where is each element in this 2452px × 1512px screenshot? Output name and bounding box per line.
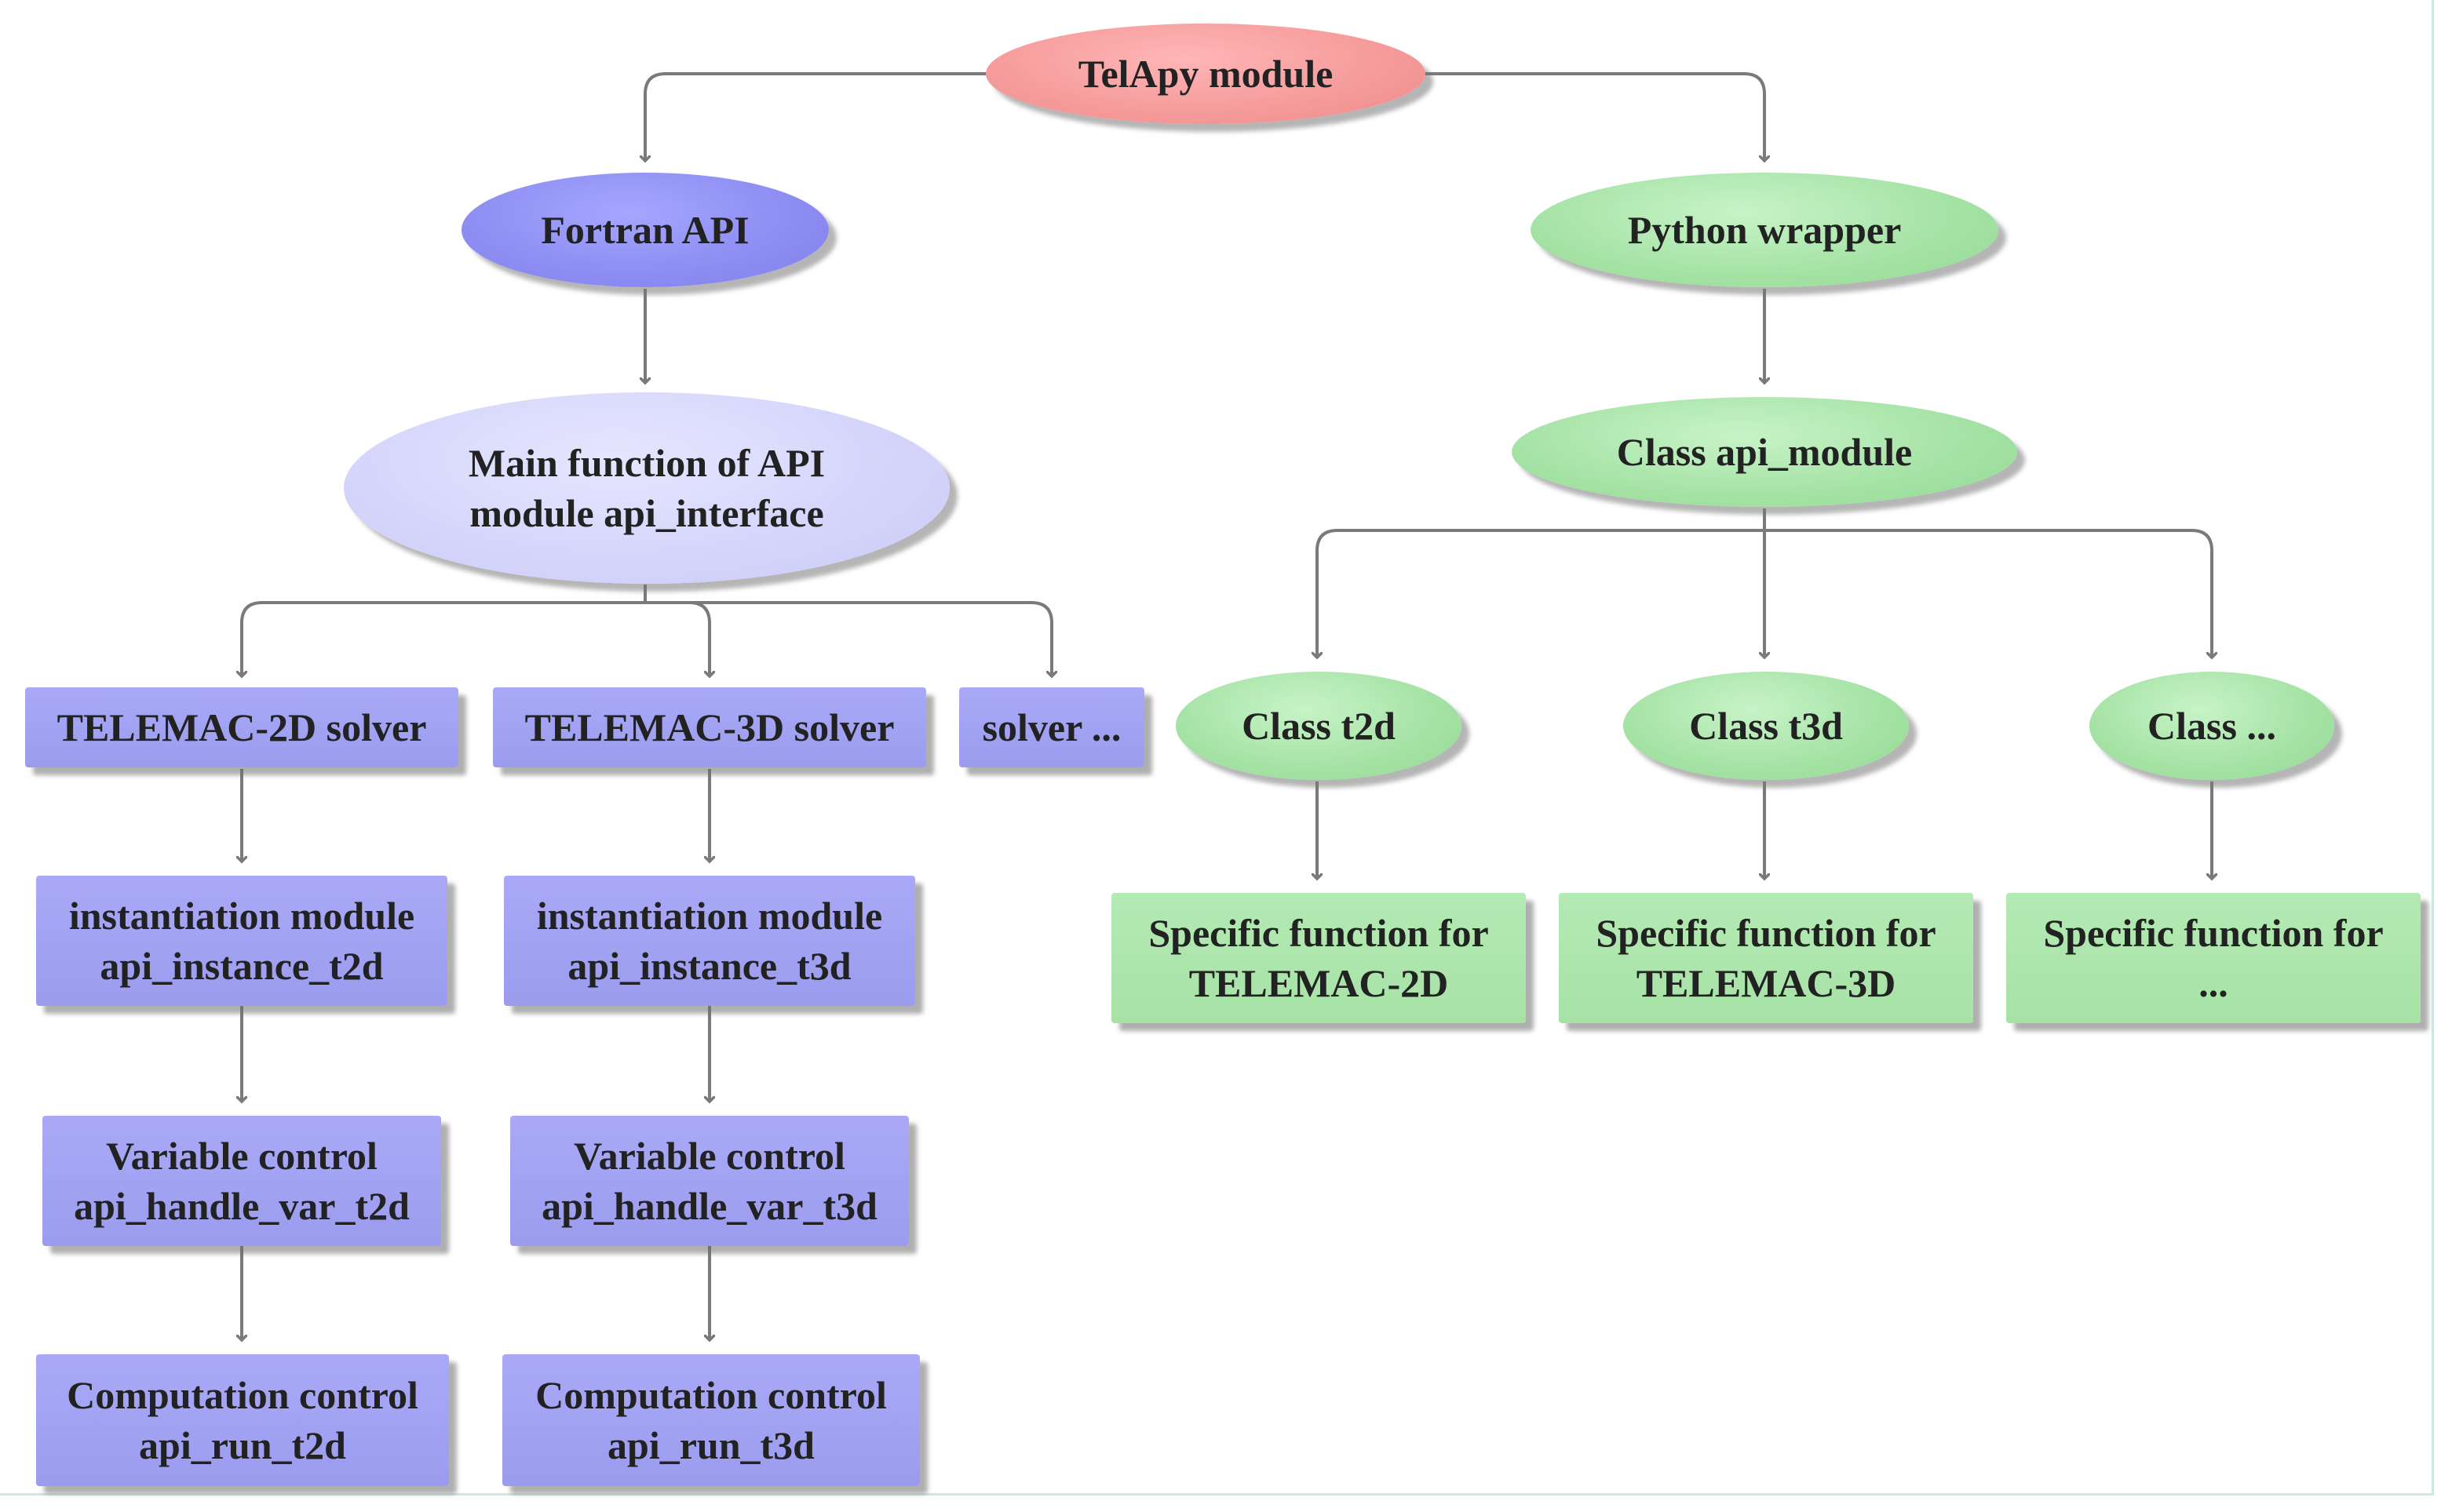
telemac-2d-solver-box: TELEMAC-2D solver bbox=[25, 687, 458, 767]
instantiation-module-t2d-box: instantiation module api_instance_t2d bbox=[36, 876, 447, 1006]
connector-main-to-solver-etc bbox=[645, 601, 1052, 676]
connector-main-to-t3d-solver bbox=[644, 585, 710, 676]
connector-root-to-fortran bbox=[645, 72, 991, 161]
specific-function-etc-box: Specific function for ... bbox=[2006, 893, 2421, 1023]
class-etc-node: Class ... bbox=[2089, 672, 2334, 780]
frame-bottom-border bbox=[0, 1493, 2434, 1496]
computation-control-t3d-box: Computation control api_run_t3d bbox=[502, 1354, 920, 1486]
main-api-function-node: Main function of API module api_interfac… bbox=[344, 392, 950, 584]
variable-control-t3d-box: Variable control api_handle_var_t3d bbox=[510, 1116, 909, 1246]
solver-etc-box: solver ... bbox=[959, 687, 1144, 767]
python-wrapper-node: Python wrapper bbox=[1531, 173, 1998, 287]
telapy-module-node: TelApy module bbox=[986, 24, 1425, 124]
class-t3d-node: Class t3d bbox=[1623, 672, 1909, 780]
connector-root-to-python bbox=[1419, 72, 1764, 161]
connector-class-api-to-t2d bbox=[1317, 508, 1766, 658]
frame-right-border bbox=[2432, 0, 2434, 1495]
variable-control-t2d-box: Variable control api_handle_var_t2d bbox=[42, 1116, 441, 1246]
connector-class-api-to-etc bbox=[1764, 529, 2212, 658]
telemac-3d-solver-box: TELEMAC-3D solver bbox=[493, 687, 926, 767]
specific-function-t3d-box: Specific function for TELEMAC-3D bbox=[1559, 893, 1973, 1023]
fortran-api-node: Fortran API bbox=[462, 173, 829, 287]
connector-main-to-t2d-solver bbox=[242, 585, 647, 676]
class-t2d-node: Class t2d bbox=[1176, 672, 1461, 780]
specific-function-t2d-box: Specific function for TELEMAC-2D bbox=[1111, 893, 1526, 1023]
instantiation-module-t3d-box: instantiation module api_instance_t3d bbox=[504, 876, 915, 1006]
computation-control-t2d-box: Computation control api_run_t2d bbox=[36, 1354, 449, 1486]
class-api-module-node: Class api_module bbox=[1512, 397, 2017, 507]
